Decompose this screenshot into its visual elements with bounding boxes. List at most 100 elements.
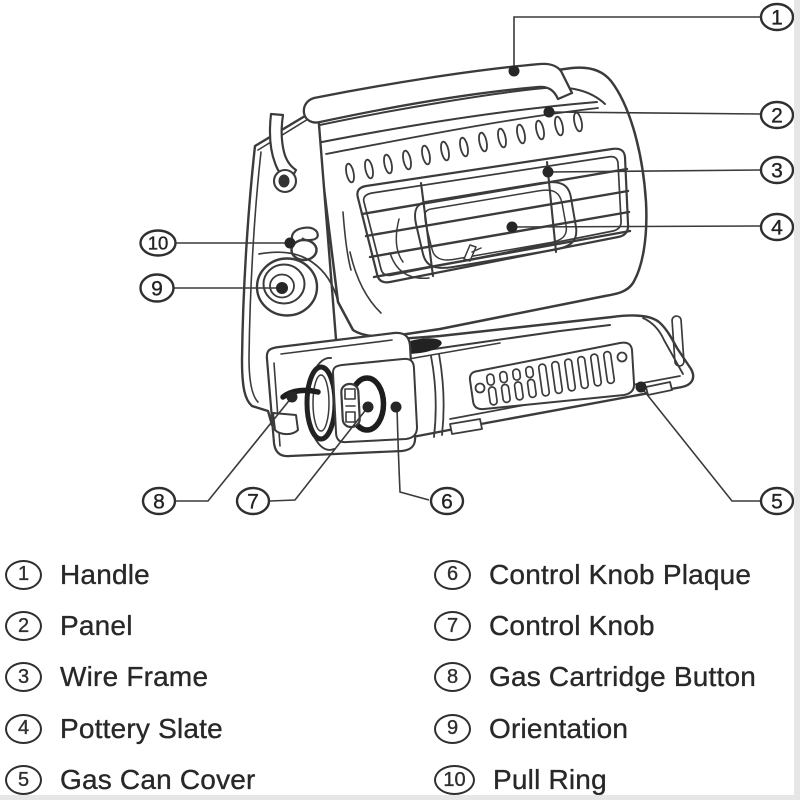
part-number-badge: 5 xyxy=(5,765,42,796)
panel-vents xyxy=(345,111,583,184)
callout-bubble-7: 7 xyxy=(235,486,271,516)
legend-item-gas-can-cover: 5 Gas Can Cover xyxy=(5,755,256,800)
callout-bubble-8: 8 xyxy=(141,486,177,516)
svg-text:4: 4 xyxy=(771,217,783,240)
legend-item-pull-ring: 10 Pull Ring xyxy=(434,755,756,800)
callout-bubbles: 1 2 3 4 5 6 7 xyxy=(139,2,795,516)
leader-6 xyxy=(396,406,430,501)
base-foot xyxy=(645,381,673,396)
part-number-badge: 1 xyxy=(5,559,42,590)
svg-text:3: 3 xyxy=(771,160,783,183)
leader-2 xyxy=(548,111,761,115)
part-label: Handle xyxy=(60,558,150,590)
part-number-badge: 9 xyxy=(434,713,471,744)
legend-item-pottery-slate: 4 Pottery Slate xyxy=(5,703,256,754)
callout-bubble-2: 2 xyxy=(759,100,795,130)
dot-2 xyxy=(543,106,555,118)
dot-3 xyxy=(542,166,554,178)
plaque-screw xyxy=(616,351,628,363)
leader-3 xyxy=(547,169,761,173)
legend-item-orientation: 9 Orientation xyxy=(434,703,756,754)
head-front-top-edge xyxy=(321,101,598,143)
svg-text:5: 5 xyxy=(771,491,783,514)
wire-frame xyxy=(356,147,632,284)
leader-5 xyxy=(640,386,760,502)
image-edge-artifact xyxy=(0,795,800,800)
svg-text:1: 1 xyxy=(771,7,783,30)
dot-6 xyxy=(390,401,402,413)
legend-item-control-knob: 7 Control Knob xyxy=(434,600,756,651)
head-interior-curve xyxy=(342,211,352,271)
base-end-groove xyxy=(671,315,685,367)
base-right-end-line xyxy=(642,317,684,375)
head-top-rim xyxy=(314,86,606,127)
callout-bubble-10: 10 xyxy=(139,229,177,257)
part-label: Pottery Slate xyxy=(60,712,223,744)
dot-8 xyxy=(286,391,298,403)
dot-9 xyxy=(276,282,288,294)
head-interior-curve xyxy=(349,251,382,314)
part-number-badge: 7 xyxy=(434,611,471,642)
legend-item-wire-frame: 3 Wire Frame xyxy=(5,652,256,703)
handle-hook xyxy=(268,112,298,183)
cover-rim xyxy=(280,339,393,355)
part-number-badge: 3 xyxy=(5,662,42,693)
part-label: Gas Can Cover xyxy=(60,764,256,796)
vent-plaque xyxy=(468,341,636,411)
part-label: Control Knob xyxy=(489,610,655,642)
part-label: Panel xyxy=(60,610,133,642)
gas-cartridge-inner xyxy=(312,374,330,432)
stand-inner-edge xyxy=(248,151,262,403)
dot-1 xyxy=(508,65,520,77)
callout-bubble-6: 6 xyxy=(429,486,465,516)
dot-4 xyxy=(506,221,518,233)
stand-foot xyxy=(272,412,299,436)
base-left-crease xyxy=(430,355,437,438)
image-edge-artifact xyxy=(794,0,800,800)
heater-head xyxy=(306,66,648,338)
pull-ring-curl xyxy=(290,226,319,244)
base-foot xyxy=(449,418,483,435)
knob-switch xyxy=(344,388,356,400)
part-number-badge: 2 xyxy=(5,611,42,642)
part-number-badge: 8 xyxy=(434,662,471,693)
svg-text:7: 7 xyxy=(247,491,259,514)
callout-bubble-1: 1 xyxy=(759,2,795,32)
leader-8 xyxy=(176,396,293,502)
part-label: Control Knob Plaque xyxy=(489,558,752,590)
part-number-badge: 4 xyxy=(5,713,42,744)
handle-pivot-hole xyxy=(278,174,290,188)
svg-text:9: 9 xyxy=(151,278,163,301)
dot-7 xyxy=(362,401,374,413)
plaque-screw xyxy=(474,382,486,394)
callout-bubble-9: 9 xyxy=(139,273,175,303)
dot-10 xyxy=(284,237,296,249)
legend-item-gas-cartridge-button: 8 Gas Cartridge Button xyxy=(434,652,756,703)
part-number-badge: 6 xyxy=(434,559,471,590)
gas-can-cover xyxy=(265,331,418,458)
svg-text:6: 6 xyxy=(441,491,453,514)
gas-cartridge-button-lever xyxy=(280,387,321,400)
part-label: Pull Ring xyxy=(493,764,607,796)
pull-ring xyxy=(290,226,319,262)
leader-lines xyxy=(174,16,761,502)
leader-7 xyxy=(269,406,369,502)
callout-bubble-4: 4 xyxy=(759,212,795,242)
base-left-crease xyxy=(438,353,445,436)
wire-grid xyxy=(360,160,632,279)
part-label: Orientation xyxy=(489,712,629,744)
handle-bar xyxy=(302,62,574,124)
leader-4 xyxy=(511,225,761,228)
part-label: Wire Frame xyxy=(60,661,209,693)
carry-handle xyxy=(268,62,574,194)
callout-bubble-5: 5 xyxy=(759,486,795,516)
stand-top-inner xyxy=(257,115,314,151)
heater-parts-diagram: 1 2 3 4 5 6 7 xyxy=(139,2,795,516)
legend-item-handle: 1 Handle xyxy=(5,549,256,600)
cover-rim xyxy=(273,362,281,447)
legend-column-right: 6 Control Knob Plaque 7 Control Knob 8 G… xyxy=(434,549,756,800)
knob-bracket xyxy=(258,251,339,303)
svg-text:8: 8 xyxy=(153,491,165,514)
burner-arc xyxy=(389,252,430,280)
